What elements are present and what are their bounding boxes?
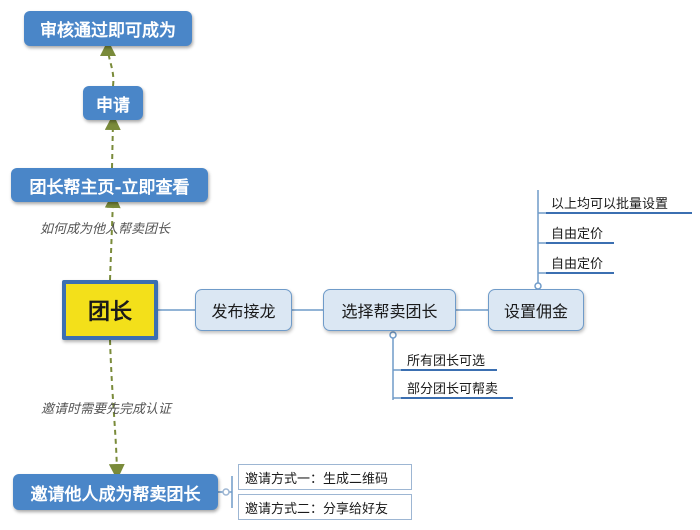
select-option-1-underline xyxy=(401,397,513,399)
select-option-0: 所有团长可选 xyxy=(407,354,486,369)
commission-option-2: 自由定价 xyxy=(551,257,604,272)
arrow-root-to-homepage xyxy=(104,192,121,281)
invite-method-0: 邀请方式一：生成二维码 xyxy=(238,464,412,490)
node-root: 团长 xyxy=(62,280,158,340)
link-invite-knob xyxy=(222,488,230,496)
commission-option-0-underline xyxy=(546,212,692,214)
select-option-0-underline xyxy=(401,369,497,371)
node-become: 审核通过即可成为 xyxy=(24,11,192,46)
arrow-root-to-invite xyxy=(108,339,125,480)
commission-option-0: 以上均可以批量设置 xyxy=(551,197,669,212)
edge-label-invite-requirement: 邀请时需要先完成认证 xyxy=(41,402,172,417)
commission-option-1-underline xyxy=(546,242,614,244)
commission-option-1: 自由定价 xyxy=(551,227,604,242)
edge-label-how-to-become: 如何成为他人帮卖团长 xyxy=(40,222,171,237)
commission-option-2-underline xyxy=(546,272,614,274)
node-invite: 邀请他人成为帮卖团长 xyxy=(13,474,218,510)
invite-method-1: 邀请方式二：分享给好友 xyxy=(238,494,412,520)
node-apply: 申请 xyxy=(83,86,143,120)
arrow-apply-to-become xyxy=(100,40,117,87)
node-publish: 发布接龙 xyxy=(195,289,292,331)
node-commission: 设置佣金 xyxy=(488,289,584,331)
node-select: 选择帮卖团长 xyxy=(323,289,456,331)
arrow-homepage-to-apply xyxy=(104,114,121,169)
select-option-1: 部分团长可帮卖 xyxy=(407,382,499,397)
node-homepage: 团长帮主页-立即查看 xyxy=(11,168,208,202)
bracket-select-knob xyxy=(389,331,397,339)
